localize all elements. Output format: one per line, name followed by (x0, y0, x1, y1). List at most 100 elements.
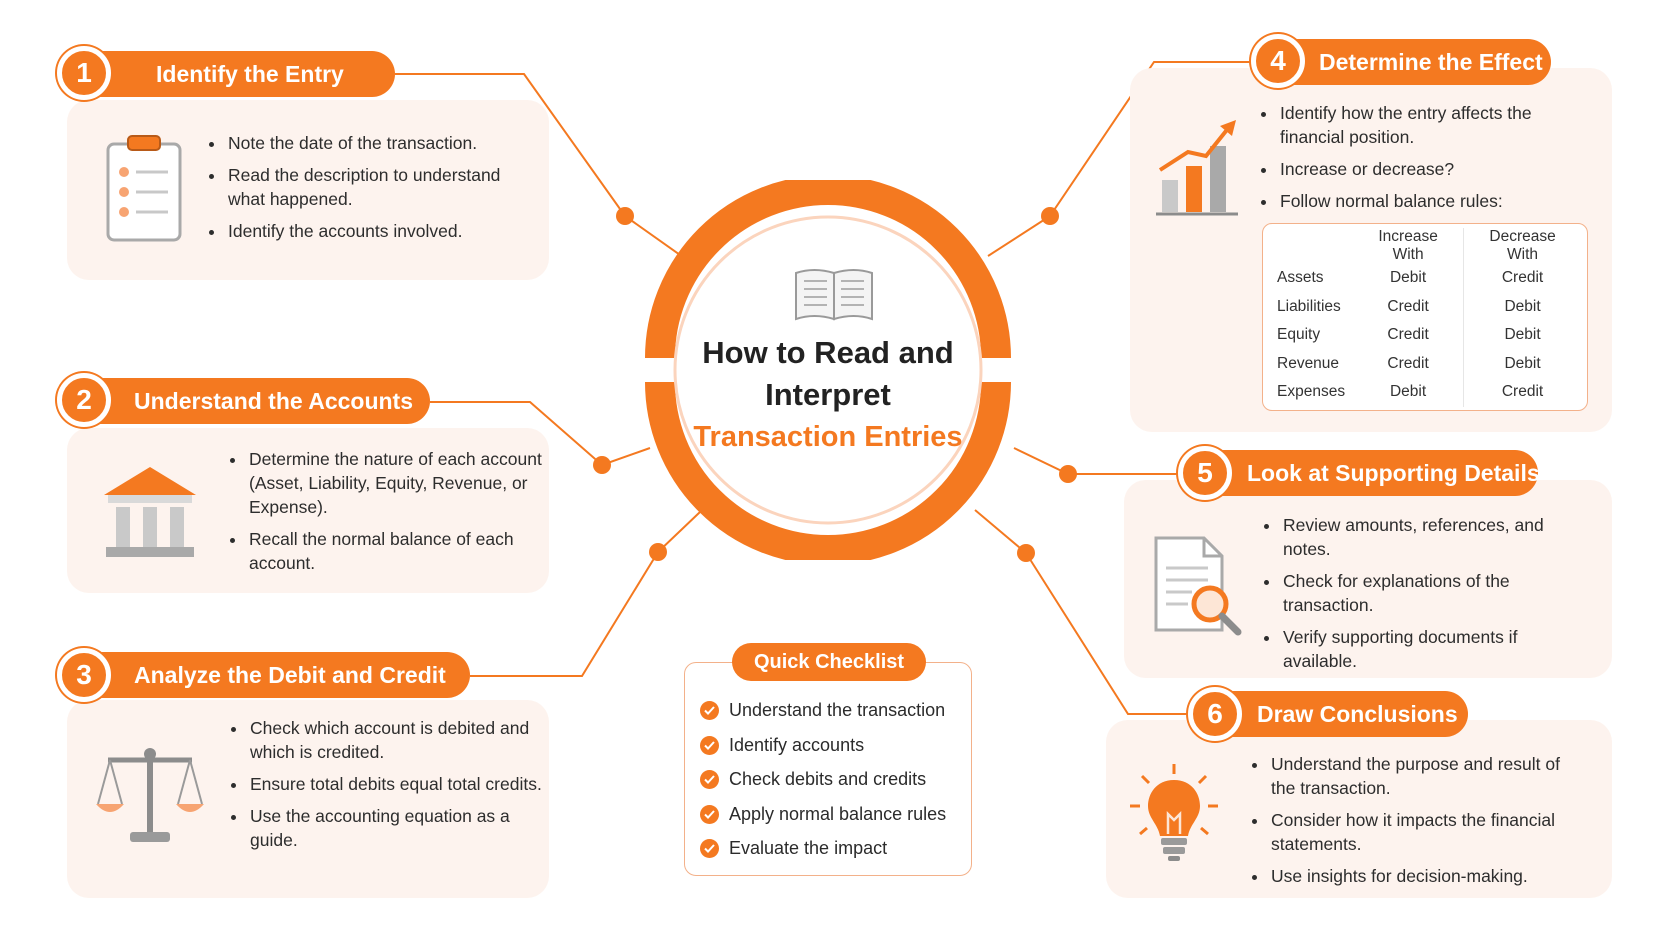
center-title-line2: Interpret (765, 377, 891, 412)
bullet: Identify how the entry affects the finan… (1278, 101, 1568, 149)
clipboard-icon (104, 134, 184, 249)
step-4-badge: 4 (1251, 34, 1305, 88)
step-3-title: Analyze the Debit and Credit (134, 661, 446, 688)
checklist-item-label: Apply normal balance rules (729, 803, 947, 824)
step-6-bullets: Understand the purpose and result of the… (1253, 752, 1569, 896)
check-icon (700, 804, 719, 824)
step-5-header: Look at Supporting Details (1183, 450, 1540, 496)
lightbulb-icon (1128, 762, 1220, 871)
step-4-bullets: Identify how the entry affects the finan… (1262, 101, 1568, 221)
bullet: Review amounts, references, and notes. (1281, 513, 1571, 561)
bullet: Note the date of the transaction. (226, 131, 536, 155)
bullet: Check which account is debited and which… (248, 716, 548, 764)
table-cell: Credit (1353, 292, 1465, 321)
bullet: Use insights for decision-making. (1269, 864, 1569, 888)
table-cell: Credit (1501, 269, 1544, 287)
normal-balance-table: Increase With Decrease With Assets Debit… (1262, 223, 1588, 411)
connector-dot (1059, 465, 1077, 483)
bullet: Verify supporting documents if available… (1281, 625, 1571, 673)
step-2-bullets: Determine the nature of each account (As… (231, 447, 567, 583)
check-icon (700, 700, 719, 720)
table-cell: Debit (1353, 378, 1465, 407)
table-cell: Assets (1277, 269, 1324, 287)
table-row: Liabilities Credit Debit (1269, 292, 1581, 321)
bullet: Follow normal balance rules: (1278, 189, 1568, 213)
step-6-badge: 6 (1188, 687, 1242, 741)
step-4-title: Determine the Effect (1319, 48, 1543, 75)
check-icon (700, 769, 719, 789)
table-row: Equity Credit Debit (1269, 321, 1581, 350)
checklist-item-label: Identify accounts (729, 734, 865, 755)
bullet: Check for explanations of the transactio… (1281, 569, 1571, 617)
checklist-item-label: Check debits and credits (729, 768, 927, 789)
checklist-item: Apply normal balance rules (700, 801, 946, 827)
table-row: Expenses Debit Credit (1269, 378, 1581, 407)
step-3-bullets: Check which account is debited and which… (232, 716, 548, 860)
check-icon (700, 735, 719, 755)
bullet: Read the description to understand what … (226, 163, 536, 211)
growth-chart-icon (1154, 118, 1240, 223)
bullet: Ensure total debits equal total credits. (248, 772, 548, 796)
checklist-item: Identify accounts (700, 732, 864, 758)
connector-dot (649, 543, 667, 561)
table-cell: Liabilities (1277, 297, 1341, 315)
bank-building-icon (100, 465, 200, 566)
check-icon (700, 838, 719, 858)
step-2-title: Understand the Accounts (134, 387, 414, 414)
table-cell: Debit (1353, 264, 1465, 293)
table-header-cell: Decrease With (1489, 228, 1556, 263)
table-header-cell (1269, 228, 1353, 264)
table-cell: Debit (1504, 326, 1541, 344)
table-header-row: Increase With Decrease With (1269, 228, 1581, 264)
step-5-bullets: Review amounts, references, and notes. C… (1265, 513, 1571, 681)
checklist-item: Evaluate the impact (700, 835, 887, 861)
table-cell: Credit (1353, 349, 1465, 378)
table-cell: Credit (1501, 383, 1544, 401)
quick-checklist-box (684, 662, 972, 876)
center-title-line1: How to Read and (702, 335, 954, 370)
checklist-item: Check debits and credits (700, 766, 926, 792)
center-title-accent: Transaction Entries (693, 421, 963, 453)
checklist-item-label: Understand the transaction (729, 699, 946, 720)
bullet: Identify the accounts involved. (226, 219, 536, 243)
step-2-header: Understand the Accounts (62, 378, 430, 424)
balance-rules-table: Increase With Decrease With Assets Debit… (1269, 228, 1581, 407)
connector-dot (593, 456, 611, 474)
bullet: Determine the nature of each account (As… (247, 447, 567, 519)
table-cell: Credit (1353, 321, 1465, 350)
checklist-title: Quick Checklist (732, 643, 926, 681)
step-1-title: Identify the Entry (156, 60, 344, 87)
connector-dot (616, 207, 634, 225)
table-cell: Expenses (1277, 383, 1346, 401)
bullet: Consider how it impacts the financial st… (1269, 808, 1569, 856)
step-5-badge: 5 (1178, 446, 1232, 500)
document-search-icon (1152, 534, 1244, 643)
step-1-badge: 1 (57, 46, 111, 100)
checklist-item-label: Evaluate the impact (729, 837, 888, 858)
center-title: How to Read and Interpret Transaction En… (650, 332, 1006, 458)
step-6-header: Draw Conclusions (1193, 691, 1468, 737)
checklist-item: Understand the transaction (700, 697, 945, 723)
step-1-bullets: Note the date of the transaction. Read t… (210, 131, 536, 251)
connector-dot (1017, 544, 1035, 562)
center-hub (638, 175, 1018, 565)
step-5-title: Look at Supporting Details (1247, 459, 1540, 486)
table-cell: Equity (1277, 326, 1321, 344)
table-row: Assets Debit Credit (1269, 264, 1581, 293)
book-icon (792, 265, 876, 328)
table-cell: Debit (1504, 354, 1541, 372)
connector-dot (1041, 207, 1059, 225)
table-cell: Revenue (1277, 354, 1340, 372)
table-header-cell: Increase With (1353, 228, 1465, 264)
step-1-header: Identify the Entry (62, 51, 395, 97)
table-row: Revenue Credit Debit (1269, 349, 1581, 378)
step-3-badge: 3 (57, 648, 111, 702)
bullet: Increase or decrease? (1278, 157, 1568, 181)
step-6-title: Draw Conclusions (1257, 700, 1458, 727)
step-3-header: Analyze the Debit and Credit (62, 652, 470, 698)
bullet: Use the accounting equation as a guide. (248, 804, 548, 852)
bullet: Understand the purpose and result of the… (1269, 752, 1569, 800)
balance-scale-icon (94, 744, 206, 853)
step-2-badge: 2 (57, 373, 111, 427)
